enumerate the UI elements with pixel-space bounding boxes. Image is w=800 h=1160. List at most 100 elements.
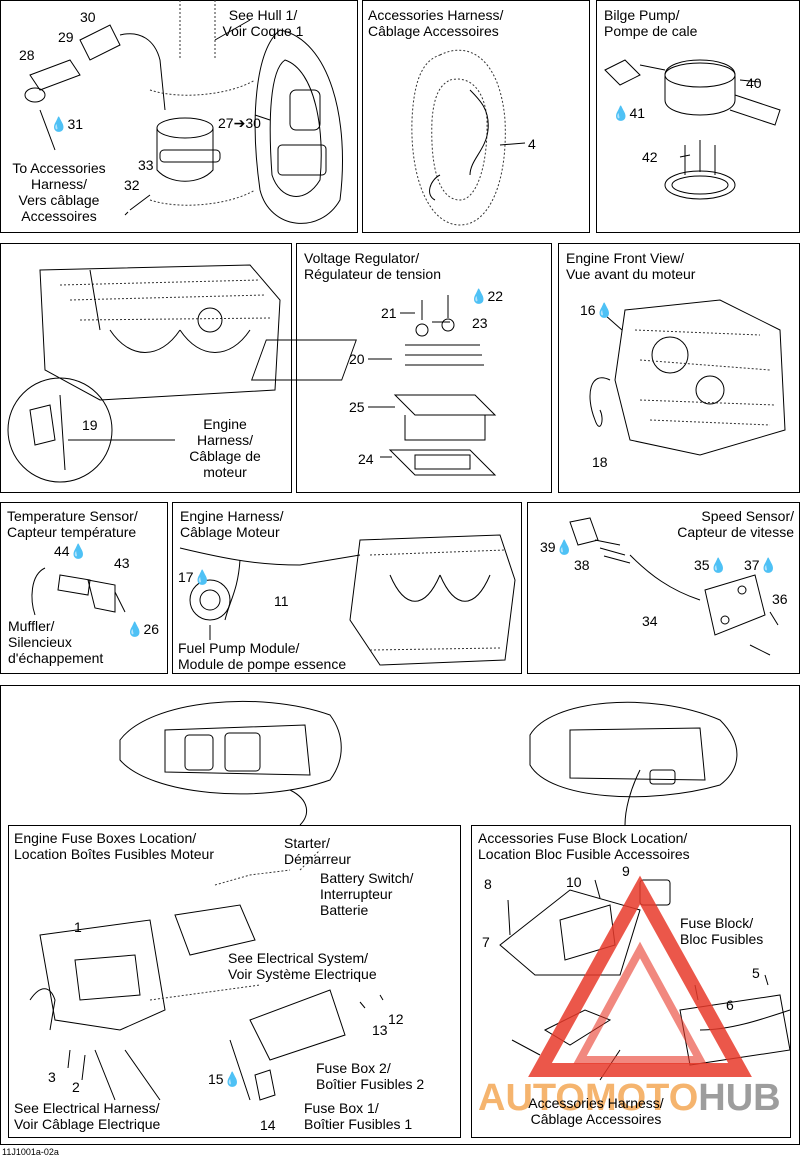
engine-top-illustration <box>7 264 281 483</box>
callout-37: 37💧 <box>744 557 778 573</box>
panel-engine-harness-top <box>0 243 292 493</box>
drop-icon: 💧 <box>126 621 144 637</box>
callout-36: 36 <box>772 591 788 607</box>
panel-temperature-sensor <box>0 502 168 674</box>
voltage-regulator-illustration <box>251 295 497 476</box>
callout-8: 8 <box>484 876 492 892</box>
drop-icon: 💧 <box>69 543 88 559</box>
drop-icon: 💧 <box>470 288 488 304</box>
callout-28: 28 <box>19 47 35 63</box>
callout-16: 16💧 <box>580 302 614 318</box>
hull-title: See Hull 1/ Voir Coque 1 <box>208 7 318 39</box>
drop-icon: 💧 <box>759 557 778 573</box>
fuel-pump-label: Fuel Pump Module/ Module de pompe essenc… <box>178 640 347 672</box>
drop-icon: 💧 <box>612 105 630 121</box>
hull-illustration <box>24 0 343 224</box>
callout-33: 33 <box>138 157 154 173</box>
callout-1: 1 <box>74 919 82 935</box>
battery-switch-label: Battery Switch/ Interrupteur Batterie <box>320 870 414 918</box>
callout-43: 43 <box>114 555 130 571</box>
callout-29: 29 <box>58 29 74 45</box>
panel-voltage-regulator <box>296 243 552 493</box>
engine-harness-illustration <box>179 534 516 666</box>
callout-7: 7 <box>482 934 490 950</box>
watermark-text: AUTOMOTOHUB <box>478 1077 781 1119</box>
callout-21: 21 <box>381 305 397 321</box>
callout-41: 💧41 <box>612 105 646 121</box>
muffler-label: Muffler/ Silencieux d'échappement <box>8 618 104 666</box>
drop-icon: 💧 <box>193 569 212 585</box>
callout-15: 15💧 <box>208 1071 242 1087</box>
callout-20: 20 <box>349 351 365 367</box>
drop-icon: 💧 <box>555 539 574 555</box>
engine-harness-label: Engine Harness/ Câblage de moteur <box>189 416 261 480</box>
voltage-regulator-title: Voltage Regulator/ Régulateur de tension <box>304 250 441 282</box>
panel-engine-harness <box>172 502 522 674</box>
accessories-hull-illustration <box>411 49 526 226</box>
callout-11: 11 <box>274 593 289 609</box>
bilge-pump-title: Bilge Pump/ Pompe de cale <box>604 7 698 39</box>
engine-fuse-boxes-illustration <box>29 849 384 1101</box>
panel-bilge-pump <box>596 0 800 233</box>
hull-title-line-1: See Hull 1/ <box>228 7 298 23</box>
callout-4: 4 <box>528 136 536 152</box>
engine-front-illustration <box>589 299 786 456</box>
panel-hull <box>0 0 358 233</box>
callout-31: 💧31 <box>50 116 84 132</box>
panel-engine-front <box>558 243 800 493</box>
callout-9: 9 <box>622 863 630 879</box>
fuse-box-1-label: Fuse Box 1/ Boîtier Fusibles 1 <box>304 1100 413 1132</box>
accessories-harness-title: Accessories Harness/ Câblage Accessoires <box>368 7 504 39</box>
document-reference: 11J1001a-02a <box>2 1147 59 1157</box>
callout-27-30: 27➔30 <box>218 115 261 131</box>
engine-harness-title: Engine Harness/ Câblage Moteur <box>180 508 284 540</box>
callout-39: 39💧 <box>540 539 574 555</box>
fuse-box-2-label: Fuse Box 2/ Boîtier Fusibles 2 <box>316 1060 425 1092</box>
fuse-block-label: Fuse Block/ Bloc Fusibles <box>680 915 764 947</box>
arrow-right-icon: ➔ <box>233 115 246 131</box>
callout-26: 💧26 <box>126 621 160 637</box>
callout-6: 6 <box>726 997 734 1013</box>
panel-accessories-harness <box>362 0 590 233</box>
to-accessories-label: To Accessories Harness/ Vers câblage Acc… <box>12 160 106 224</box>
callout-40: 40 <box>746 75 762 91</box>
speed-sensor-illustration <box>569 517 779 656</box>
hull-title-line-2: Voir Coque 1 <box>222 23 304 39</box>
callout-3: 3 <box>48 1069 56 1085</box>
callout-34: 34 <box>642 613 658 629</box>
bilge-pump-illustration <box>604 59 781 200</box>
callout-38: 38 <box>574 557 590 573</box>
see-electrical-harness-label: See Electrical Harness/ Voir Câblage Ele… <box>14 1100 161 1132</box>
callout-13: 13 <box>372 1022 388 1038</box>
callout-42: 42 <box>642 149 658 165</box>
callout-22: 💧22 <box>470 288 504 304</box>
speed-sensor-title: Speed Sensor/ Capteur de vitesse <box>677 508 794 540</box>
callout-24: 24 <box>358 451 374 467</box>
drop-icon: 💧 <box>709 557 728 573</box>
callout-30: 30 <box>80 9 96 25</box>
starter-label: Starter/ Démarreur <box>284 835 351 867</box>
callout-35: 35💧 <box>694 557 728 573</box>
callout-23: 23 <box>472 315 488 331</box>
see-electrical-system-label: See Electrical System/ Voir Système Elec… <box>228 950 377 982</box>
engine-fuse-boxes-title: Engine Fuse Boxes Location/ Location Boî… <box>14 830 214 862</box>
callout-12: 12 <box>388 1011 404 1027</box>
engine-front-title: Engine Front View/ Vue avant du moteur <box>566 250 696 282</box>
callout-2: 2 <box>72 1079 80 1095</box>
temperature-sensor-illustration <box>31 567 126 616</box>
accessories-harness-bottom-label: Accessories Harness/ Câblage Accessoires <box>528 1095 664 1127</box>
accessories-fuse-block-title: Accessories Fuse Block Location/ Locatio… <box>478 830 690 862</box>
callout-25: 25 <box>349 399 365 415</box>
callout-18: 18 <box>592 454 608 470</box>
panel-engine-fuse-boxes <box>8 825 461 1138</box>
temperature-sensor-title: Temperature Sensor/ Capteur température <box>7 508 138 540</box>
drop-icon: 💧 <box>223 1071 242 1087</box>
drop-icon: 💧 <box>595 302 614 318</box>
callout-10: 10 <box>566 874 582 890</box>
callout-17: 17💧 <box>178 569 212 585</box>
callout-32: 32 <box>124 177 140 193</box>
drop-icon: 💧 <box>50 116 68 132</box>
callout-5: 5 <box>752 965 760 981</box>
